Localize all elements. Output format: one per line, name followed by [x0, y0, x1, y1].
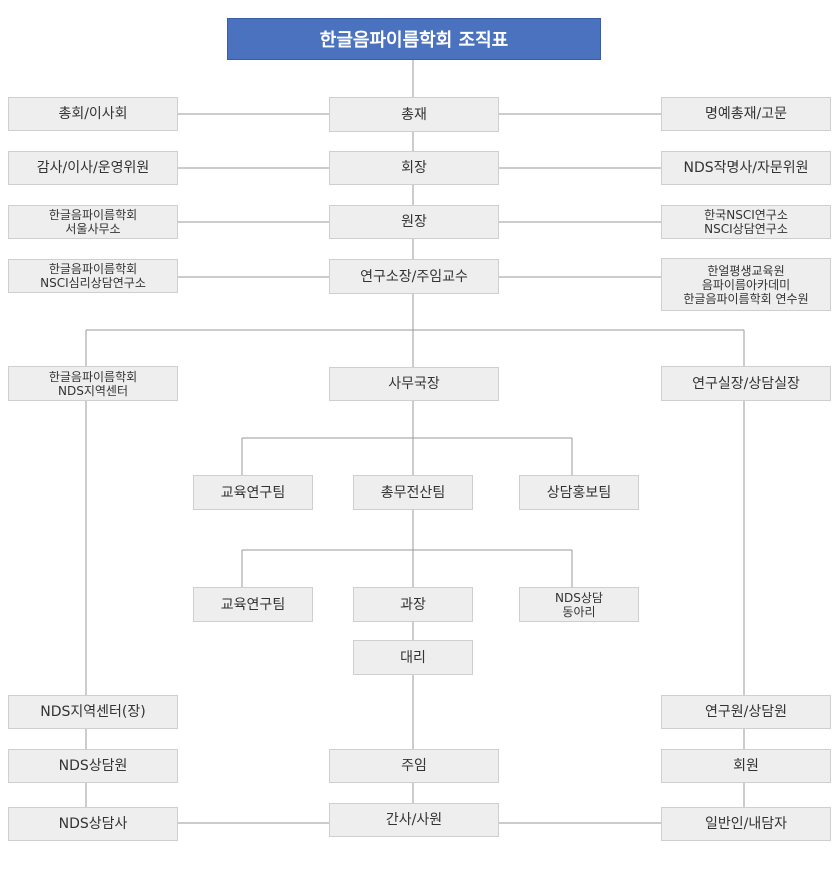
node-chairman: 회장	[329, 151, 499, 185]
node-nsci-korea: 한국NSCI연구소 NSCI상담연구소	[661, 205, 831, 239]
node-clerk: 간사/사원	[329, 803, 499, 837]
chart-title: 한글음파이름학회 조직표	[227, 18, 601, 60]
node-staff-lead: 주임	[329, 749, 499, 783]
node-nsci-psych: 한글음파이름학회 NSCI심리상담연구소	[8, 259, 178, 293]
node-edu-team-1: 교육연구팀	[193, 475, 313, 510]
node-director: 원장	[329, 205, 499, 239]
node-nds-regional: 한글음파이름학회 NDS지역센터	[8, 366, 178, 401]
node-nds-club: NDS상담 동아리	[519, 587, 639, 622]
node-assistant-manager: 대리	[353, 640, 473, 675]
node-nds-namers: NDS작명사/자문위원	[661, 151, 831, 185]
node-seoul-office: 한글음파이름학회 서울사무소	[8, 205, 178, 239]
node-nds-center-head: NDS지역센터(장)	[8, 695, 178, 729]
node-nds-counselor: NDS상담원	[8, 749, 178, 783]
node-honorary: 명예총재/고문	[661, 97, 831, 131]
node-member: 회원	[661, 749, 831, 783]
node-manager: 과장	[353, 587, 473, 622]
node-president-chair: 총재	[329, 97, 499, 132]
node-general-board: 총회/이사회	[8, 97, 178, 131]
node-pr-team: 상담홍보팀	[519, 475, 639, 510]
node-secretary-general: 사무국장	[329, 367, 499, 401]
node-nds-counsel-master: NDS상담사	[8, 807, 178, 841]
node-general-it-team: 총무전산팀	[353, 475, 473, 510]
node-research-counsel-head: 연구실장/상담실장	[661, 366, 831, 401]
node-public: 일반인/내담자	[661, 807, 831, 841]
node-researcher: 연구원/상담원	[661, 695, 831, 729]
node-edu-team-2: 교육연구팀	[193, 587, 313, 622]
node-lifelong: 한얼평생교육원 음파이름아카데미 한글음파이름학회 연수원	[661, 258, 831, 311]
node-audit: 감사/이사/운영위원	[8, 151, 178, 185]
node-research-head: 연구소장/주임교수	[329, 259, 499, 294]
